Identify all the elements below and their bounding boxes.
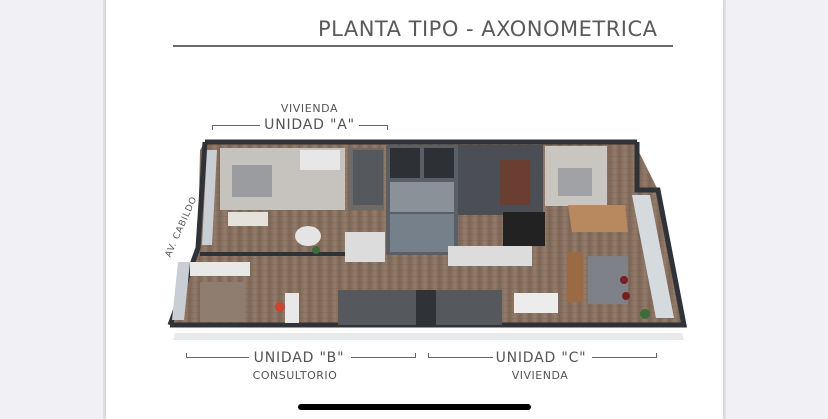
unit-a-tick-right bbox=[387, 125, 388, 130]
unit-b-tick-left bbox=[186, 353, 187, 358]
page-title: PLANTA TIPO - AXONOMETRICA bbox=[318, 17, 658, 41]
unit-b-tick-right bbox=[415, 353, 416, 358]
unit-c-dim-line-right bbox=[592, 357, 656, 358]
unit-b-dim-line-left bbox=[187, 357, 249, 358]
page-edge-right bbox=[723, 0, 726, 419]
unit-c-tick-right bbox=[656, 353, 657, 358]
page-edge-left bbox=[103, 0, 106, 419]
unit-a-label: UNIDAD "A" bbox=[264, 117, 355, 133]
unit-c-dim-line-left bbox=[429, 357, 493, 358]
home-indicator[interactable] bbox=[298, 404, 531, 410]
unit-c-tick-left bbox=[428, 353, 429, 358]
unit-a-type: VIVIENDA bbox=[280, 102, 339, 115]
unit-b-label: UNIDAD "B" bbox=[253, 350, 345, 366]
unit-b-dim-line-right bbox=[351, 357, 415, 358]
title-underline bbox=[173, 45, 673, 47]
unit-c-label: UNIDAD "C" bbox=[495, 350, 587, 366]
unit-a-dim-line-right bbox=[359, 125, 387, 126]
unit-a-dim-line-left bbox=[213, 125, 260, 126]
unit-a-tick-left bbox=[212, 125, 213, 130]
unit-b-type: CONSULTORIO bbox=[252, 369, 338, 382]
unit-c-type: VIVIENDA bbox=[511, 369, 569, 382]
